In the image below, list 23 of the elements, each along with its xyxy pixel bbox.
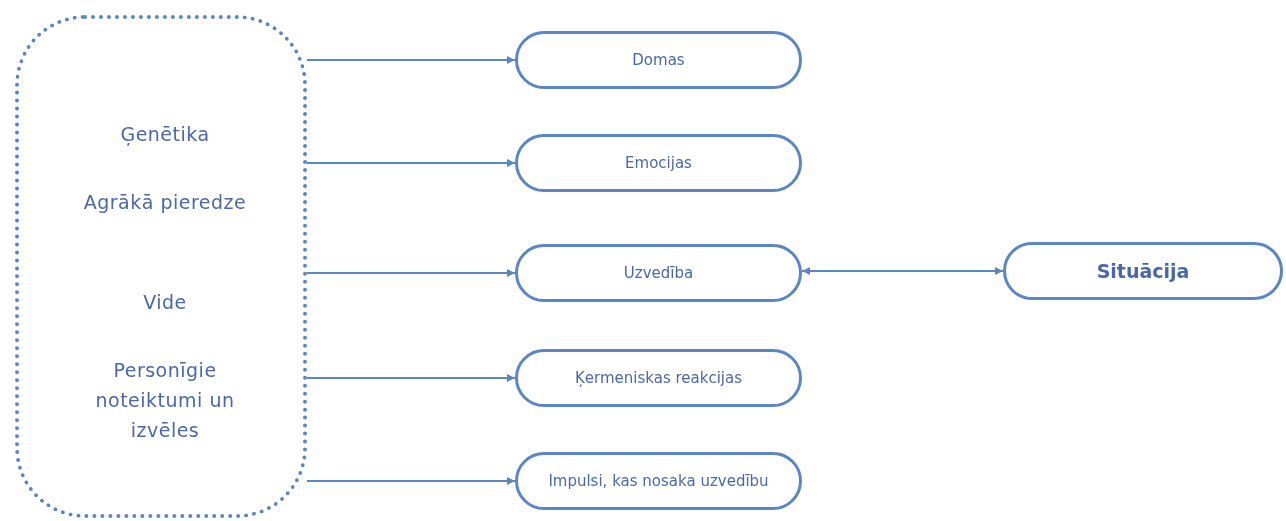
rounded-box [515,244,802,302]
rounded-box [515,452,802,510]
factor-text: Agrākā pieredze [82,190,248,215]
arrow [306,159,516,167]
box-label: Ķermeniskas reakcijas [575,369,742,387]
box-label: Emocijas [625,154,692,172]
factor-text: Ģenētika [119,122,211,148]
box-label: Situācija [1096,260,1190,282]
arrow [306,477,516,485]
factor-text: Personīgie noteiktumi un izvēles [94,358,236,443]
rounded-box [515,349,802,407]
rounded-box [1003,242,1283,300]
rounded-box [515,31,802,89]
box-label: Uzvedība [623,264,694,282]
arrow [306,56,516,64]
arrow [306,374,516,382]
rounded-box [515,134,802,192]
arrow [306,269,516,277]
factor-text: Vide [142,290,188,315]
arrow [801,267,1004,275]
box-label: Domas [632,51,685,69]
box-label: Impulsi, kas nosaka uzvedību [548,472,769,490]
dotted-group-box [15,15,307,518]
